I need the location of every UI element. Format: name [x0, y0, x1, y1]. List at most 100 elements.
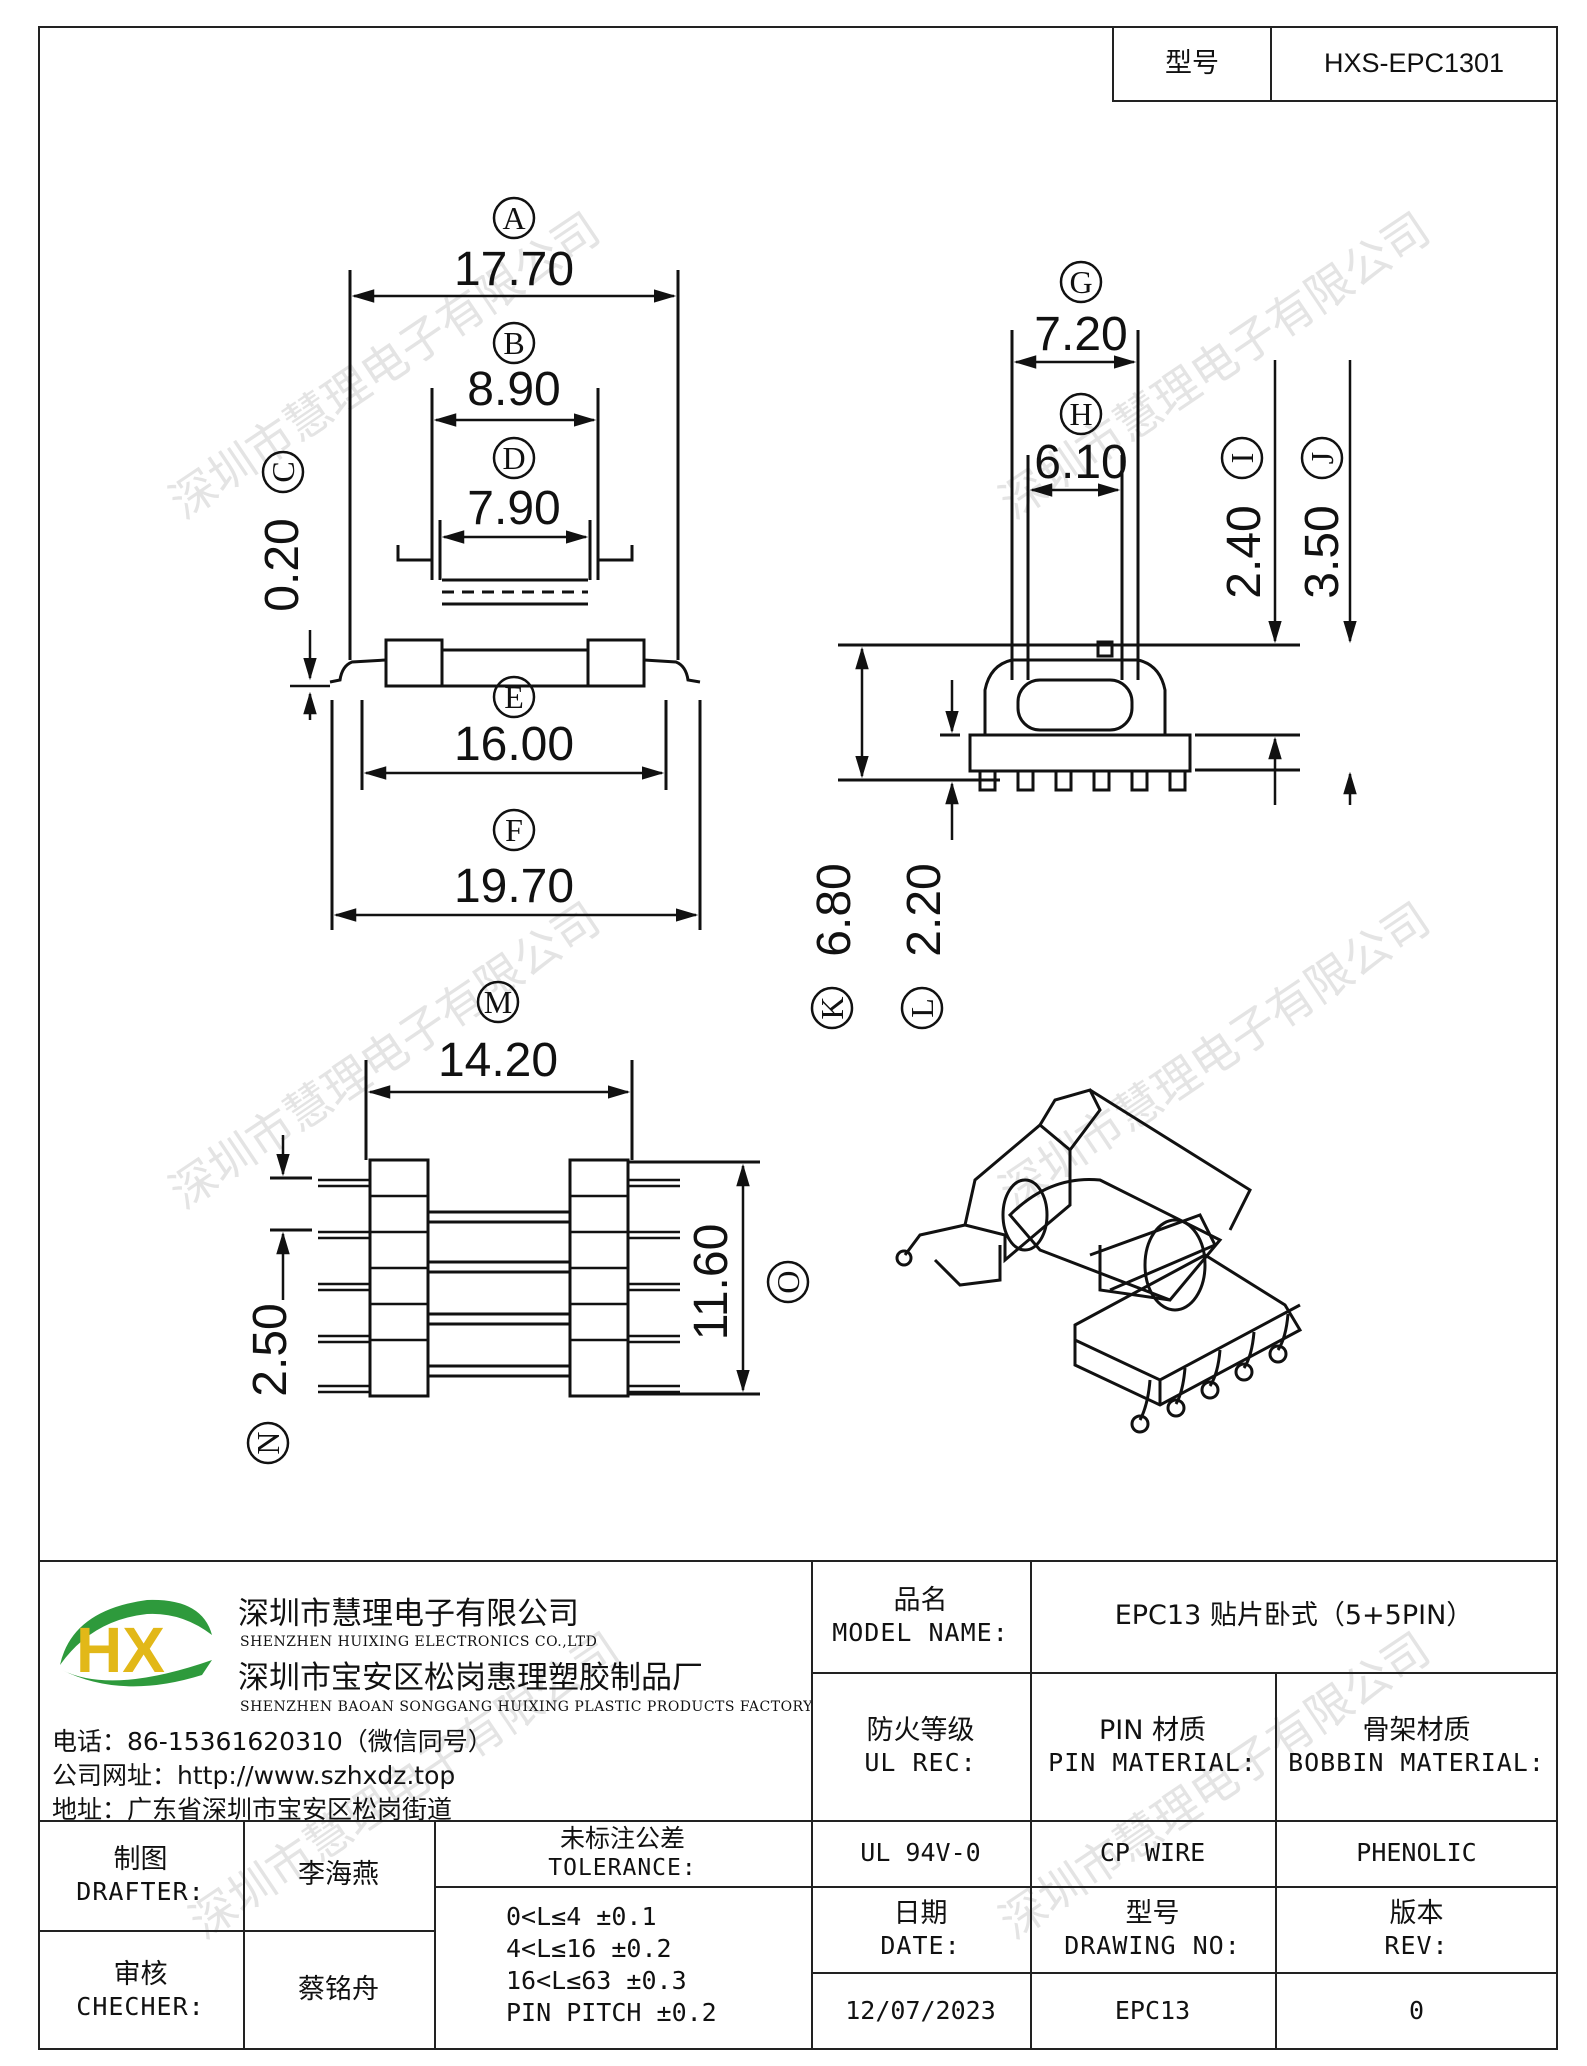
dim-G-value: 7.20 — [1034, 308, 1127, 361]
logo-swoosh-icon: HX — [60, 1599, 212, 1687]
dim-L-value: 2.20 — [898, 863, 951, 956]
drawing-no-label-en: DRAWING NO: — [1064, 1931, 1241, 1961]
letter-J: J — [1304, 452, 1340, 464]
date-label-cn: 日期 — [893, 1897, 948, 1929]
rev-label-cell: 版本 REV: — [1275, 1886, 1558, 1972]
model-label: 型号 — [1165, 48, 1219, 80]
model-name-value: EPC13 贴片卧式（5+5PIN） — [1114, 1600, 1474, 1632]
drafter-label-cell: 制图 DRAFTER: — [38, 1820, 243, 1930]
company-name-en-1: SHENZHEN HUIXING ELECTRONICS CO.,LTD — [240, 1634, 598, 1650]
title-block-top-rule — [38, 1560, 1558, 1562]
grid-h1 — [811, 1672, 1558, 1674]
company-name-cn-2: 深圳市宝安区松岗惠理塑胶制品厂 — [238, 1660, 703, 1696]
company-website: 公司网址：http://www.szhxdz.top — [52, 1761, 456, 1790]
bottom-view — [270, 1060, 760, 1398]
company-address: 地址：广东省深圳市宝安区松岗街道 — [52, 1795, 453, 1824]
rev-label-en: REV: — [1384, 1931, 1449, 1961]
dim-J-value: 3.50 — [1296, 505, 1349, 598]
letter-D-circle — [492, 436, 536, 480]
letter-K: K — [814, 996, 850, 1019]
letter-C: C — [265, 461, 301, 482]
letter-E: E — [504, 679, 524, 715]
logo-text: HX — [76, 1614, 165, 1686]
company-phone: 电话：86-15361620310（微信同号） — [52, 1727, 493, 1756]
drafter-label-en: DRAFTER: — [76, 1877, 205, 1907]
letter-H-circle — [1059, 392, 1103, 436]
bobbin-value: PHENOLIC — [1356, 1838, 1477, 1868]
checker-label-cn: 审核 — [113, 1958, 168, 1990]
tolerance-label-cn: 未标注公差 — [559, 1824, 685, 1853]
company-name-cn-1: 深圳市慧理电子有限公司 — [238, 1596, 579, 1632]
bobbin-material-label-cell: 骨架材质 BOBBIN MATERIAL: — [1275, 1672, 1558, 1820]
date-value-cell: 12/07/2023 — [811, 1972, 1030, 2050]
dim-D-value: 7.90 — [467, 482, 560, 535]
model-name-label-en: MODEL NAME: — [832, 1618, 1009, 1648]
checker-label-en: CHECHER: — [76, 1992, 205, 2022]
dimension-lines — [276, 289, 1357, 1393]
model-name-value-cell: EPC13 贴片卧式（5+5PIN） — [1030, 1560, 1558, 1672]
model-name-label-cn: 品名 — [893, 1584, 948, 1616]
letter-D: D — [502, 440, 525, 476]
grid-v1 — [811, 1560, 813, 2050]
date-value: 12/07/2023 — [845, 1996, 996, 2026]
letter-I: I — [1224, 453, 1260, 464]
company-logo: HX — [52, 1590, 222, 1700]
dim-F-value: 19.70 — [454, 860, 574, 913]
front-view — [329, 270, 702, 930]
bobbin-value-cell: PHENOLIC — [1275, 1820, 1558, 1886]
ul-rec-label-cell: 防火等级 UL REC: — [811, 1672, 1030, 1820]
checker-name: 蔡铭舟 — [298, 1974, 379, 2006]
bobbin-material-label-cn: 骨架材质 — [1362, 1714, 1471, 1746]
drawing-frame — [38, 26, 1558, 2050]
drafter-label-cn: 制图 — [113, 1843, 168, 1875]
dim-C-value: 0.20 — [256, 518, 309, 611]
letter-I-circle — [1220, 436, 1264, 480]
model-name-label-cell: 品名 MODEL NAME: — [811, 1560, 1030, 1672]
drawing-no-value-cell: EPC13 — [1030, 1972, 1275, 2050]
tolerance-row: 0<L≤4 ±0.1 — [506, 1902, 657, 1931]
letter-G-circle — [1059, 260, 1103, 304]
ul-value: UL 94V-0 — [860, 1838, 981, 1868]
letter-O-circle — [766, 1260, 810, 1304]
grid-v4 — [243, 1820, 245, 2050]
date-label-en: DATE: — [880, 1931, 961, 1961]
ul-value-cell: UL 94V-0 — [811, 1820, 1030, 1886]
dim-M-value: 14.20 — [438, 1034, 558, 1087]
grid-h3 — [811, 1886, 1558, 1888]
letter-B: B — [503, 325, 524, 361]
drafter-name: 李海燕 — [298, 1859, 379, 1891]
dim-A-value: 17.70 — [454, 243, 574, 296]
letter-A: A — [502, 200, 525, 236]
rev-value: 0 — [1408, 1996, 1425, 2026]
letter-C-circle — [261, 450, 305, 494]
dim-I-value: 2.40 — [1218, 505, 1271, 598]
letter-O: O — [770, 1270, 806, 1293]
grid-h4 — [434, 1886, 811, 1888]
model-value: HXS-EPC1301 — [1323, 48, 1505, 79]
tolerance-row: 4<L≤16 ±0.2 — [506, 1934, 672, 1963]
date-label-cell: 日期 DATE: — [811, 1886, 1030, 1972]
letter-N-circle — [246, 1421, 290, 1465]
tolerance-row: 16<L≤63 ±0.3 — [506, 1966, 687, 1995]
drawing-no-label-cn: 型号 — [1125, 1897, 1180, 1929]
checker-name-cell: 蔡铭舟 — [243, 1930, 434, 2050]
letter-L-circle — [900, 986, 944, 1030]
drafter-name-cell: 李海燕 — [243, 1820, 434, 1930]
letter-L: L — [904, 998, 940, 1018]
tolerance-label-en: TOLERANCE: — [548, 1855, 697, 1882]
letter-E-circle — [492, 675, 536, 719]
dim-B-value: 8.90 — [467, 363, 560, 416]
grid-v5 — [434, 1820, 436, 2050]
pin-material-label-cn: PIN 材质 — [1098, 1714, 1207, 1746]
grid-h6 — [38, 1930, 434, 1932]
tolerance-label-cell: 未标注公差 TOLERANCE: — [434, 1820, 811, 1886]
drawing-no-value: EPC13 — [1114, 1996, 1191, 2026]
dim-H-value: 6.10 — [1034, 436, 1127, 489]
dim-N-value: 2.50 — [244, 1303, 297, 1396]
model-value-cell: HXS-EPC1301 — [1270, 26, 1558, 102]
letter-G: G — [1069, 264, 1092, 300]
dim-E-value: 16.00 — [454, 718, 574, 771]
letter-F-circle — [492, 808, 536, 852]
pin-material-label-en: PIN MATERIAL: — [1048, 1748, 1257, 1778]
